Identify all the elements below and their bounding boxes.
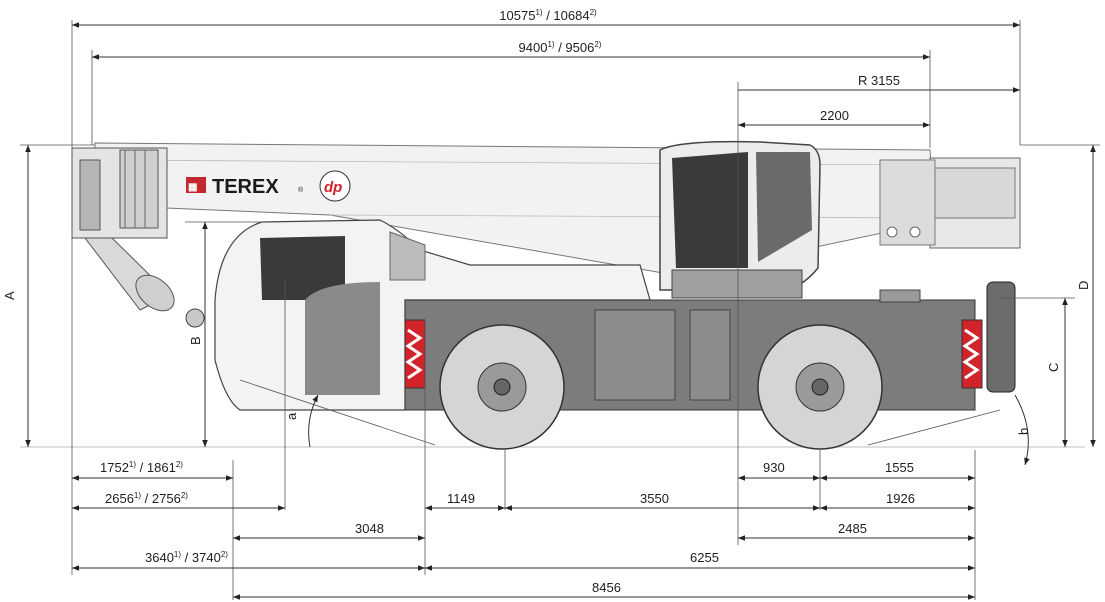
label-angle-a: a xyxy=(284,412,299,420)
dim-tail-radius: R 3155 xyxy=(858,73,900,88)
dim-front-to-cab: 26561) / 27562) xyxy=(105,491,188,506)
dim-total-carrier: 8456 xyxy=(592,580,621,595)
label-height-c: C xyxy=(1046,363,1061,372)
dim-wheelbase: 3550 xyxy=(640,491,669,506)
dim-front-axle-offset: 1149 xyxy=(447,491,475,506)
label-height-a: A xyxy=(2,291,17,300)
dim-slew-to-rear-axle: 930 xyxy=(763,460,785,475)
dim-boom-length: 94001) / 95062) xyxy=(519,40,602,55)
front-wheel xyxy=(439,324,565,450)
brand-registered: ® xyxy=(298,186,304,194)
hook-block xyxy=(83,237,205,328)
dim-cab-to-front-axle: 3048 xyxy=(355,521,384,536)
label-height-b: B xyxy=(188,336,203,345)
crane-cab xyxy=(659,140,821,291)
boom xyxy=(71,142,1021,277)
svg-text:▦: ▦ xyxy=(188,182,197,193)
label-angle-b: b xyxy=(1016,428,1031,435)
dim-rear-axle-to-tail: 1926 xyxy=(886,491,915,506)
brand-name: TEREX xyxy=(212,176,279,198)
dim-front-to-front-axle: 36401) / 37402) xyxy=(145,550,228,565)
driver-cab xyxy=(214,219,651,411)
brand-sub-mark: dp xyxy=(324,179,342,196)
crane-illustration xyxy=(20,140,1085,450)
dim-overall-length: 105751) / 106842) xyxy=(499,8,597,23)
spare-tyre xyxy=(986,281,1016,393)
dimension-lines xyxy=(20,20,1100,600)
rear-wheel xyxy=(757,324,883,450)
dim-axle-to-rear: 6255 xyxy=(690,550,719,565)
dim-rear-axle-to-end: 1555 xyxy=(885,460,914,475)
dimension-labels: 105751) / 106842) 94001) / 95062) R 3155… xyxy=(2,8,1091,595)
warning-panels xyxy=(404,319,983,389)
dim-slew-to-tail: 2200 xyxy=(820,108,849,123)
label-height-d: D xyxy=(1076,281,1091,290)
terex-logo: ▦ TEREX ® dp xyxy=(186,170,351,202)
dim-slew-to-rear-end: 2485 xyxy=(838,521,867,536)
dim-front-overhang: 17521) / 18612) xyxy=(100,460,183,475)
